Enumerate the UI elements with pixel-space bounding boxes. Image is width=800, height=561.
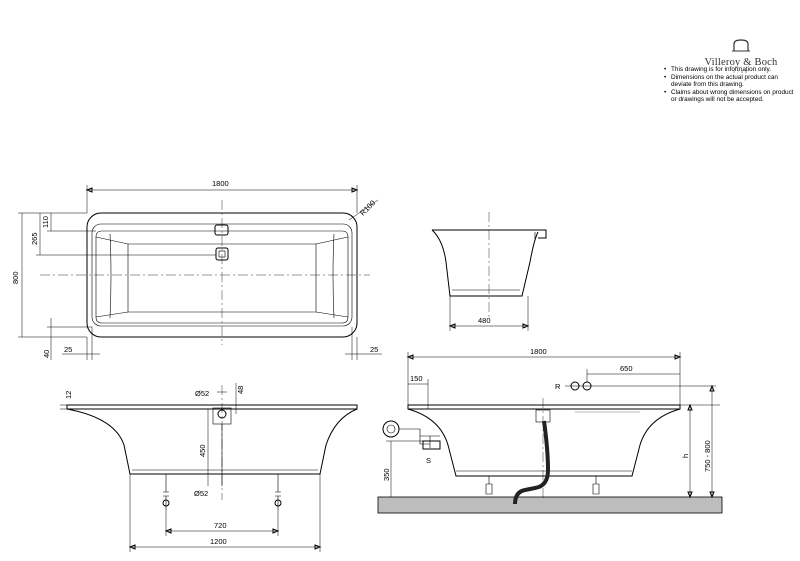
side-waste-height-label: 350 <box>382 468 391 481</box>
front-rim-label: 12 <box>64 391 73 399</box>
plan-rim-bottom-label: 40 <box>42 350 51 358</box>
front-waste-depth-label: 450 <box>198 444 207 457</box>
side-length-label: 1800 <box>530 347 547 356</box>
plan-offset-right-label: 25 <box>370 345 378 354</box>
end-bottom-width-label: 480 <box>478 316 491 325</box>
plan-view: 1800 R100 800 265 110 40 25 25 <box>11 179 382 360</box>
plan-offset-left-label: 25 <box>64 345 72 354</box>
side-overflow-offset-label: 150 <box>410 374 423 383</box>
plan-rim-top-label: 110 <box>41 216 50 228</box>
front-view: 12 Ø52 48 450 Ø52 720 1200 <box>60 383 358 552</box>
brand-name: Villeroy & Boch <box>704 57 778 68</box>
end-view: 480 <box>431 212 547 331</box>
note-item: Claims about wrong dimensions on product… <box>664 89 798 104</box>
front-waste-to-edge-label: 48 <box>236 386 245 394</box>
plan-radius-label: R100 <box>358 198 377 217</box>
front-waste-diameter-top-label: Ø52 <box>195 389 209 398</box>
note-item: Dimensions on the actual product can dev… <box>664 74 798 89</box>
plan-overflow-label: 265 <box>30 232 39 245</box>
front-base-length-label: 1200 <box>210 537 227 546</box>
side-waste-label: S <box>426 456 431 465</box>
side-overflow-label: R <box>555 382 561 391</box>
side-view: R S 1800 650 150 350 h 750 - 800 <box>377 347 723 514</box>
side-overflow-to-wall-label: 650 <box>620 364 633 373</box>
plan-length-label: 1800 <box>212 179 229 188</box>
front-feet-spacing-label: 720 <box>214 521 227 530</box>
side-height-label: h <box>681 454 690 458</box>
bath-logo-icon <box>732 39 750 52</box>
note-item: This drawing is for information only. <box>664 66 798 74</box>
disclaimer-notes: This drawing is for information only. Di… <box>664 66 798 104</box>
side-height-range-label: 750 - 800 <box>703 440 712 472</box>
plan-width-label: 800 <box>11 271 20 284</box>
front-waste-diameter-bottom-label: Ø52 <box>194 489 208 498</box>
